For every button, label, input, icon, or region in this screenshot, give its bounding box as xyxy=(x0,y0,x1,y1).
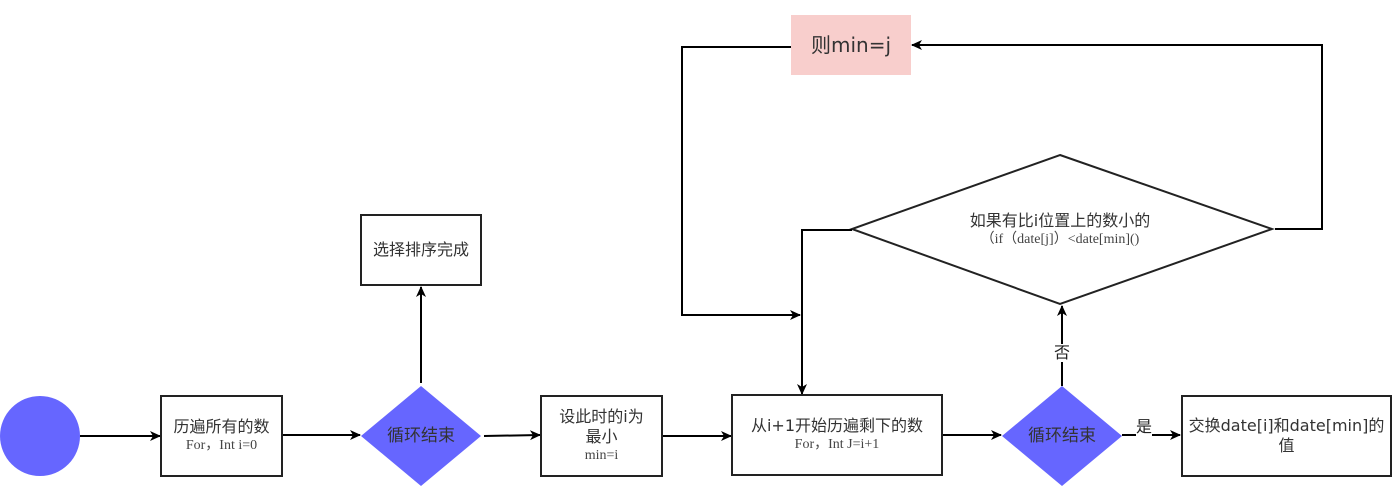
outer-loop-title: 历遍所有的数 xyxy=(173,417,270,437)
done-text: 选择排序完成 xyxy=(372,240,469,259)
inner-loop-title: 从i+1开始历遍剩下的数 xyxy=(750,416,924,436)
edge-label-yes: 是 xyxy=(1136,417,1153,436)
outer-check-label: 循环结束 xyxy=(361,420,481,452)
swap-node[interactable]: 交换date[i]和date[min]的 值 xyxy=(1181,395,1392,477)
outer-check-text: 循环结束 xyxy=(387,425,455,446)
set-min-line2: 最小 xyxy=(585,427,618,447)
compare-diamond[interactable] xyxy=(849,153,1276,306)
edge-assign-to-inner-loop xyxy=(681,46,801,320)
inner-loop-code: For，Int J=i+1 xyxy=(794,437,880,453)
outer-check-diamond[interactable] xyxy=(361,386,481,486)
inner-loop-node[interactable]: 从i+1开始历遍剩下的数 For，Int J=i+1 xyxy=(731,394,943,476)
edge-outer-check-to-set-min xyxy=(483,430,541,441)
inner-check-text: 循环结束 xyxy=(1028,425,1096,446)
swap-line1: 交换date[i]和date[min]的 xyxy=(1188,416,1385,435)
edge-compare-to-assign xyxy=(911,40,1323,230)
done-node[interactable]: 选择排序完成 xyxy=(360,214,482,286)
set-min-line1: 设此时的i为 xyxy=(559,407,644,427)
inner-check-label: 循环结束 xyxy=(1002,420,1122,452)
compare-line1: 如果有比i位置上的数小的 xyxy=(969,210,1151,230)
set-min-node[interactable]: 设此时的i为 最小 min=i xyxy=(540,395,663,477)
outer-loop-node[interactable]: 历遍所有的数 For，Int i=0 xyxy=(160,395,283,477)
inner-check-diamond[interactable] xyxy=(1002,386,1122,486)
assign-node[interactable]: 则min=j xyxy=(791,15,911,75)
edge-label-no: 否 xyxy=(1054,343,1071,362)
assign-text: 则min=j xyxy=(810,32,892,57)
set-min-code: min=i xyxy=(584,448,619,464)
outer-loop-code: For，Int i=0 xyxy=(185,438,258,454)
edge-compare-to-inner-loop xyxy=(797,229,852,395)
swap-line2: 值 xyxy=(1278,436,1295,455)
start-node[interactable] xyxy=(0,396,80,476)
compare-label: 如果有比i位置上的数小的 （if（date[j]）<date[min]() xyxy=(900,200,1220,260)
compare-line2: （if（date[j]）<date[min]() xyxy=(980,232,1140,248)
